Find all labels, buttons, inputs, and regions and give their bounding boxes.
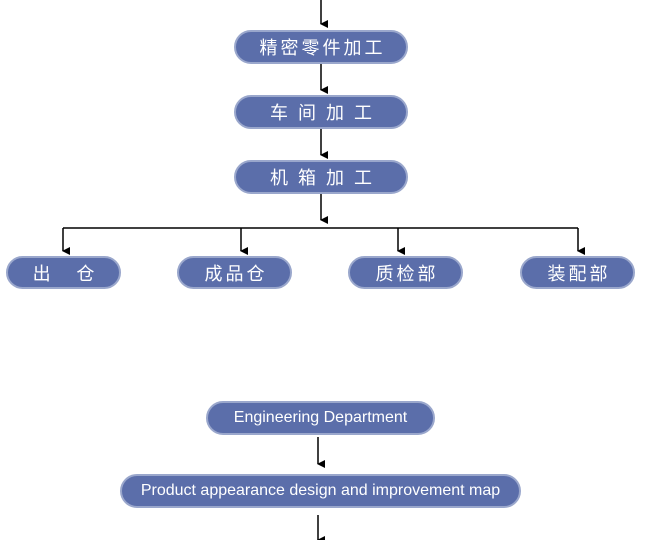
node-outbound: 出 仓 xyxy=(6,256,121,289)
node-workshop-processing: 车间加工 xyxy=(234,95,408,129)
node-product-design: Product appearance design and improvemen… xyxy=(120,474,521,508)
node-engineering-department: Engineering Department xyxy=(206,401,435,435)
node-precision-parts: 精密零件加工 xyxy=(234,30,408,64)
node-quality-inspection: 质检部 xyxy=(348,256,463,289)
node-assembly: 装配部 xyxy=(520,256,635,289)
node-chassis-processing: 机箱加工 xyxy=(234,160,408,194)
node-finished-goods: 成品仓 xyxy=(177,256,292,289)
